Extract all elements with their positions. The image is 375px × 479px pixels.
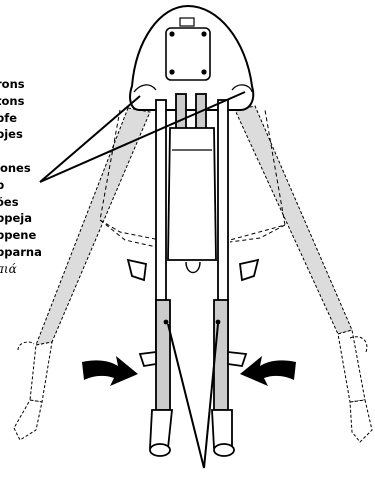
lower-callout-leaders (168, 324, 218, 468)
handle-top (130, 6, 253, 110)
right-leg-unfolded (235, 106, 372, 442)
callout-label: pjes (0, 126, 42, 143)
callout-label: πιά (0, 261, 42, 278)
left-fold-arrow (82, 356, 138, 386)
upper-button-callout-labels: rons tons pfe pjes i iones p ões ppeja p… (0, 76, 42, 278)
callout-label: ppeja (0, 210, 42, 227)
callout-label: pparna (0, 244, 42, 261)
right-fold-arrow (240, 356, 296, 386)
callout-label: pfe (0, 110, 42, 127)
callout-label: rons (0, 76, 42, 93)
callout-label: p (0, 177, 42, 194)
callout-label: i (0, 143, 42, 160)
callout-label: iones (0, 160, 42, 177)
callout-label: ppene (0, 227, 42, 244)
callout-label: ões (0, 194, 42, 211)
callout-label: tons (0, 93, 42, 110)
folded-frame (128, 94, 258, 456)
